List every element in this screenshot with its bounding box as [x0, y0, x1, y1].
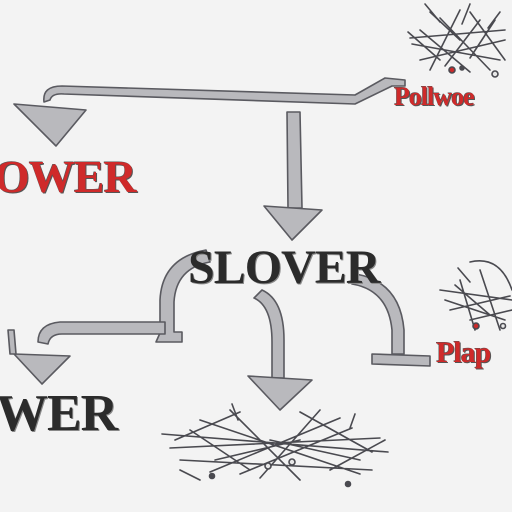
top-horizontal-connector — [43, 77, 406, 105]
top-right-structure — [407, 3, 506, 78]
bottom-left-arrowhead — [13, 353, 71, 385]
bottom-arrowhead — [247, 375, 313, 411]
label-top-left: OWER — [0, 151, 137, 202]
label-bottom-left: WER — [0, 385, 118, 442]
right-foot-connector — [371, 353, 431, 367]
right-arc-connector — [351, 273, 405, 355]
center-arrowhead — [263, 205, 323, 241]
bottom-structure — [161, 403, 389, 488]
mid-right-structure — [439, 260, 512, 331]
label-top-right: Pollwoe — [394, 82, 475, 111]
top-left-arrowhead — [13, 103, 87, 147]
label-mid-right: Plap — [436, 336, 491, 369]
label-center: SLOVER — [188, 241, 380, 294]
left-stub-connector — [7, 329, 17, 355]
middle-arc-connector — [253, 289, 285, 379]
bottom-left-horizontal-connector — [37, 321, 166, 345]
left-arc-connector — [155, 249, 211, 343]
center-vertical-connector — [286, 111, 303, 209]
